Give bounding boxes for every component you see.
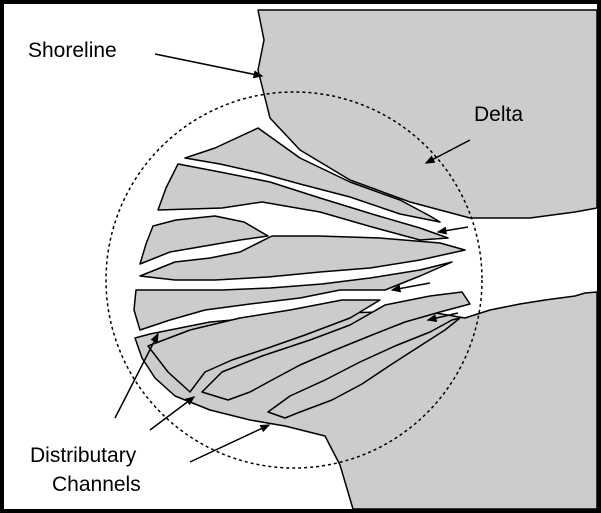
distributary-label: Distributary (30, 444, 137, 467)
shoreline-arrow (155, 54, 262, 76)
delta-label: Delta (474, 103, 523, 126)
shoreline-label: Shoreline (28, 39, 117, 62)
channels-label: Channels (52, 473, 141, 496)
flow-arrow-1 (438, 227, 468, 232)
channel-arrow-1 (115, 334, 158, 418)
channel-arrow-2 (150, 397, 194, 430)
